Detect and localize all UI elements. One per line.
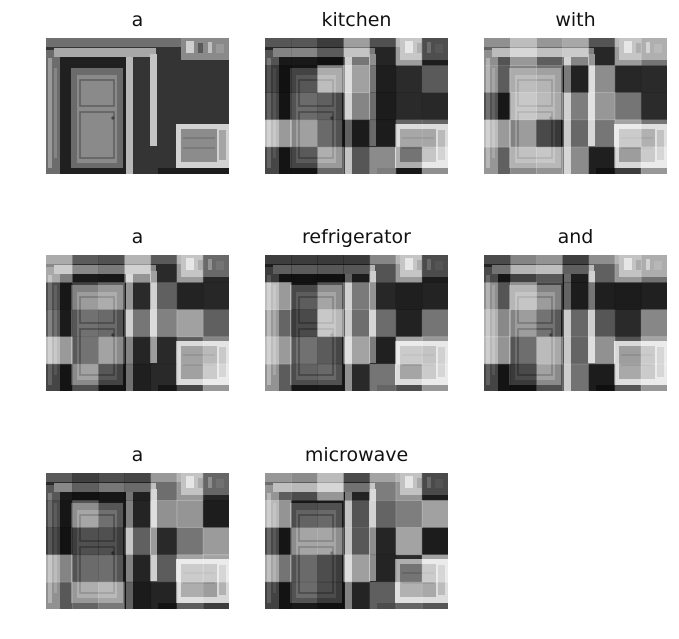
caption-panel: a xyxy=(46,6,229,174)
kitchen-scene-image xyxy=(265,255,448,391)
attention-image xyxy=(46,473,229,609)
caption-panel: refrigerator xyxy=(265,223,448,391)
caption-word: kitchen xyxy=(321,9,392,31)
caption-panel: a xyxy=(46,441,229,609)
caption-word: microwave xyxy=(304,444,409,466)
caption-panel: kitchen xyxy=(265,6,448,174)
kitchen-scene-image xyxy=(46,255,229,391)
kitchen-scene-image xyxy=(265,473,448,609)
attention-image xyxy=(46,38,229,174)
attention-image xyxy=(484,255,667,391)
attention-image xyxy=(265,38,448,174)
attention-image xyxy=(265,473,448,609)
kitchen-scene-image xyxy=(46,473,229,609)
kitchen-scene-image xyxy=(484,38,667,174)
caption-panel: and xyxy=(484,223,667,391)
kitchen-scene-image xyxy=(46,38,229,174)
attention-image xyxy=(484,38,667,174)
kitchen-scene-image xyxy=(484,255,667,391)
attention-image xyxy=(265,255,448,391)
caption-word: a xyxy=(131,9,144,31)
caption-panel: a xyxy=(46,223,229,391)
caption-word: refrigerator xyxy=(302,226,411,248)
caption-word: with xyxy=(555,9,596,31)
caption-word: a xyxy=(131,226,144,248)
caption-word: a xyxy=(131,444,144,466)
caption-word: and xyxy=(557,226,594,248)
kitchen-scene-image xyxy=(265,38,448,174)
caption-panel: with xyxy=(484,6,667,174)
caption-panel: microwave xyxy=(265,441,448,609)
attention-image xyxy=(46,255,229,391)
